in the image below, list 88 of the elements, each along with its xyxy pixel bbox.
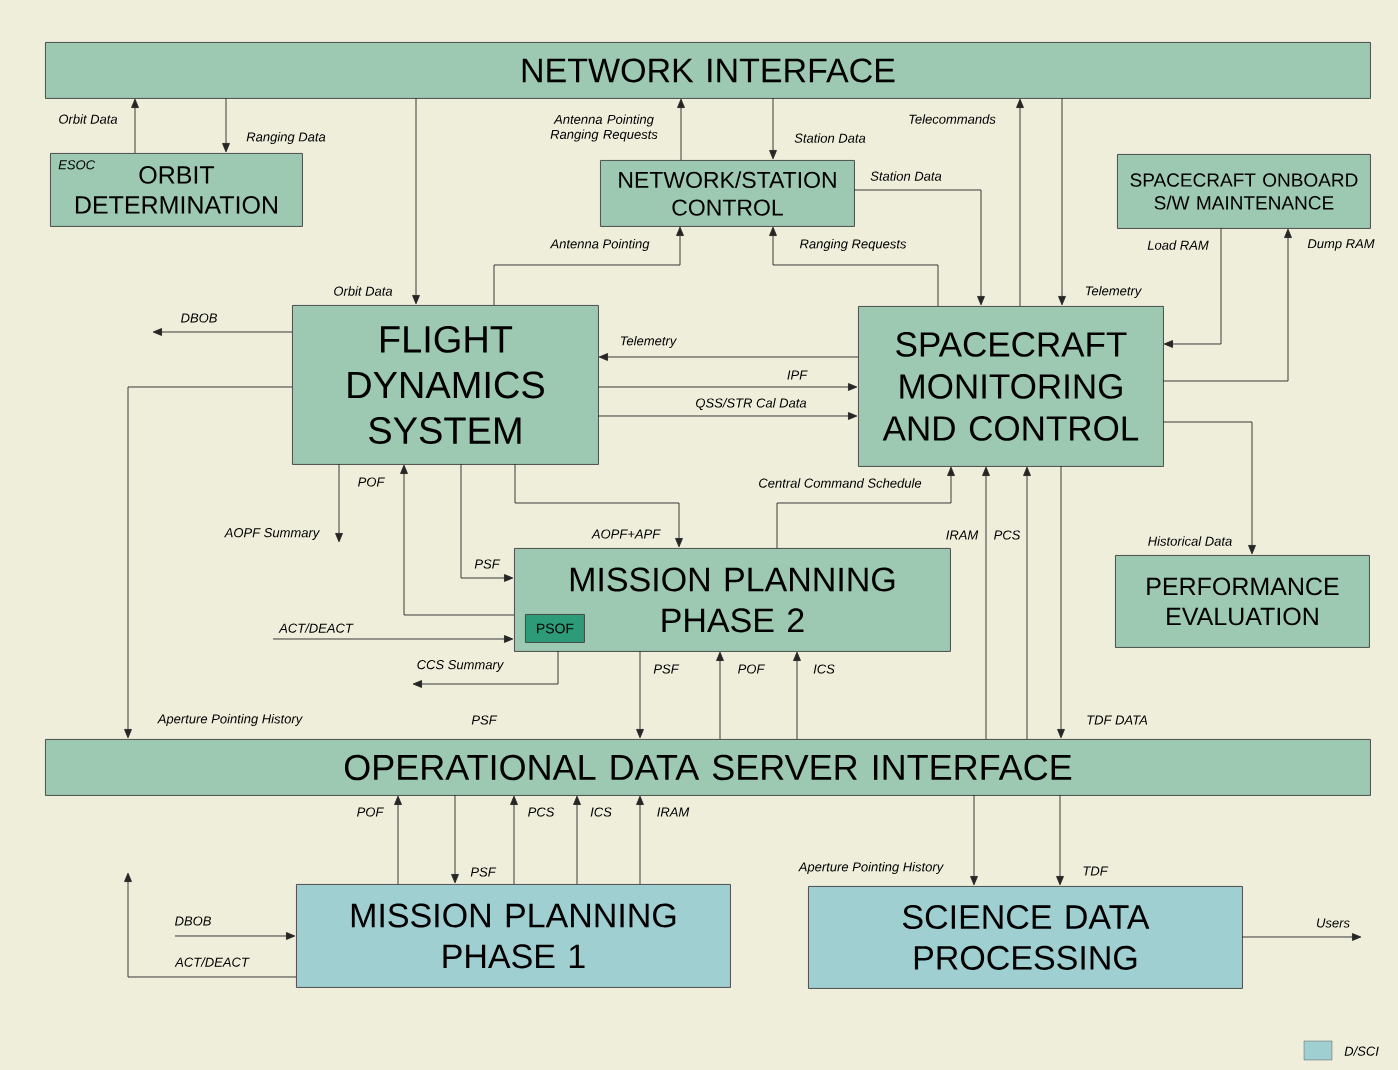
edge-label: Historical Data <box>1146 535 1234 547</box>
edge-label: Station Data <box>869 170 943 182</box>
arrow <box>510 795 518 885</box>
arrow <box>1162 228 1292 382</box>
edge-label: PSF <box>469 866 497 878</box>
process-box: SPACECRAFT ONBOARD S/W MAINTENANCE <box>1117 154 1371 229</box>
arrow <box>335 463 343 543</box>
arrow <box>636 650 644 739</box>
edge-label: PSF <box>652 663 680 675</box>
edge-label: POF <box>736 663 766 675</box>
process-box: SCIENCE DATA PROCESSING <box>808 886 1243 989</box>
edge-label: PCS <box>992 529 1022 541</box>
arrow <box>1057 465 1065 739</box>
arrow <box>272 635 514 643</box>
edge-label: TDF <box>1081 865 1109 877</box>
arrow <box>636 795 644 885</box>
arrow <box>598 353 859 361</box>
arrow <box>412 97 420 305</box>
arrow <box>1163 227 1222 348</box>
process-box: NETWORK/STATION CONTROL <box>600 160 855 227</box>
arrow <box>152 328 293 336</box>
edge-label: PSF <box>473 558 501 570</box>
arrow <box>853 189 985 306</box>
process-box: MISSION PLANNING PHASE 1 <box>296 884 731 988</box>
edge-label: POF <box>355 806 385 818</box>
arrow <box>1241 933 1362 941</box>
arrow <box>1162 421 1256 555</box>
process-box: FLIGHT DYNAMICS SYSTEM <box>292 305 599 465</box>
arrow <box>412 650 559 688</box>
arrow <box>394 795 402 885</box>
arrow <box>597 383 858 391</box>
edge-label: POF <box>356 476 386 488</box>
arrow <box>982 466 990 740</box>
arrow <box>400 464 515 616</box>
edge-label: Station Data <box>793 132 867 144</box>
arrow <box>1058 97 1066 306</box>
arrow <box>970 794 978 886</box>
arrow <box>174 932 296 940</box>
edge-label: CCS Summary <box>415 659 505 673</box>
edge-label: Users <box>1315 917 1351 929</box>
arrow <box>124 872 297 978</box>
edge-label: IPF <box>785 369 809 381</box>
edge-label: Orbit Data <box>57 113 119 125</box>
arrow <box>460 463 514 582</box>
arrow <box>514 463 683 548</box>
arrow <box>769 226 939 307</box>
edge-label: DBOB <box>173 915 213 927</box>
arrow <box>677 98 685 161</box>
arrow <box>451 794 459 884</box>
inner-box: PSOF <box>525 614 585 643</box>
edge-label: TDF DATA <box>1085 714 1149 726</box>
edge-label: Central Command Schedule <box>757 477 923 489</box>
arrow <box>124 386 293 739</box>
edge-label: ICS <box>812 663 836 675</box>
edge-label: Orbit Data <box>332 285 394 297</box>
arrow <box>573 795 581 885</box>
edge-label: Load RAM <box>1146 239 1210 251</box>
edge-label: DBOB <box>179 312 219 324</box>
arrow <box>1056 794 1064 886</box>
arrow <box>222 97 230 153</box>
edge-label: Telecommands <box>907 113 997 125</box>
legend-label: D/SCI <box>1344 1046 1379 1056</box>
arrow <box>131 98 139 154</box>
arrow <box>1016 98 1024 307</box>
arrow <box>776 466 955 549</box>
arrow <box>597 412 858 420</box>
arrow <box>793 651 801 740</box>
edge-label: QSS/STR Cal Data <box>694 397 808 411</box>
arrow <box>769 97 777 160</box>
edge-label: IRAM <box>655 806 691 818</box>
edge-label: ACT/DEACT <box>278 622 354 634</box>
flow-label: PSF <box>471 715 498 725</box>
edge-label: ACT/DEACT <box>174 956 250 968</box>
process-box: SPACECRAFT MONITORING AND CONTROL <box>858 306 1164 467</box>
process-box: PERFORMANCE EVALUATION <box>1115 555 1370 648</box>
edge-label: IRAM <box>944 529 980 541</box>
edge-label: Antenna Pointing Ranging Requests <box>538 113 670 143</box>
site-label: ESOC <box>58 160 96 170</box>
edge-label: ICS <box>589 806 613 818</box>
arrow <box>716 651 724 740</box>
arrow <box>1023 466 1031 740</box>
edge-label: PCS <box>526 806 556 818</box>
edge-label: AOPF+APF <box>590 528 662 540</box>
arrow <box>493 226 684 306</box>
process-box: NETWORK INTERFACE <box>45 42 1371 99</box>
process-box: OPERATIONAL DATA SERVER INTERFACE <box>45 739 1371 796</box>
edge-label: Dump RAM <box>1306 238 1376 252</box>
edge-label: AOPF Summary <box>223 527 321 541</box>
